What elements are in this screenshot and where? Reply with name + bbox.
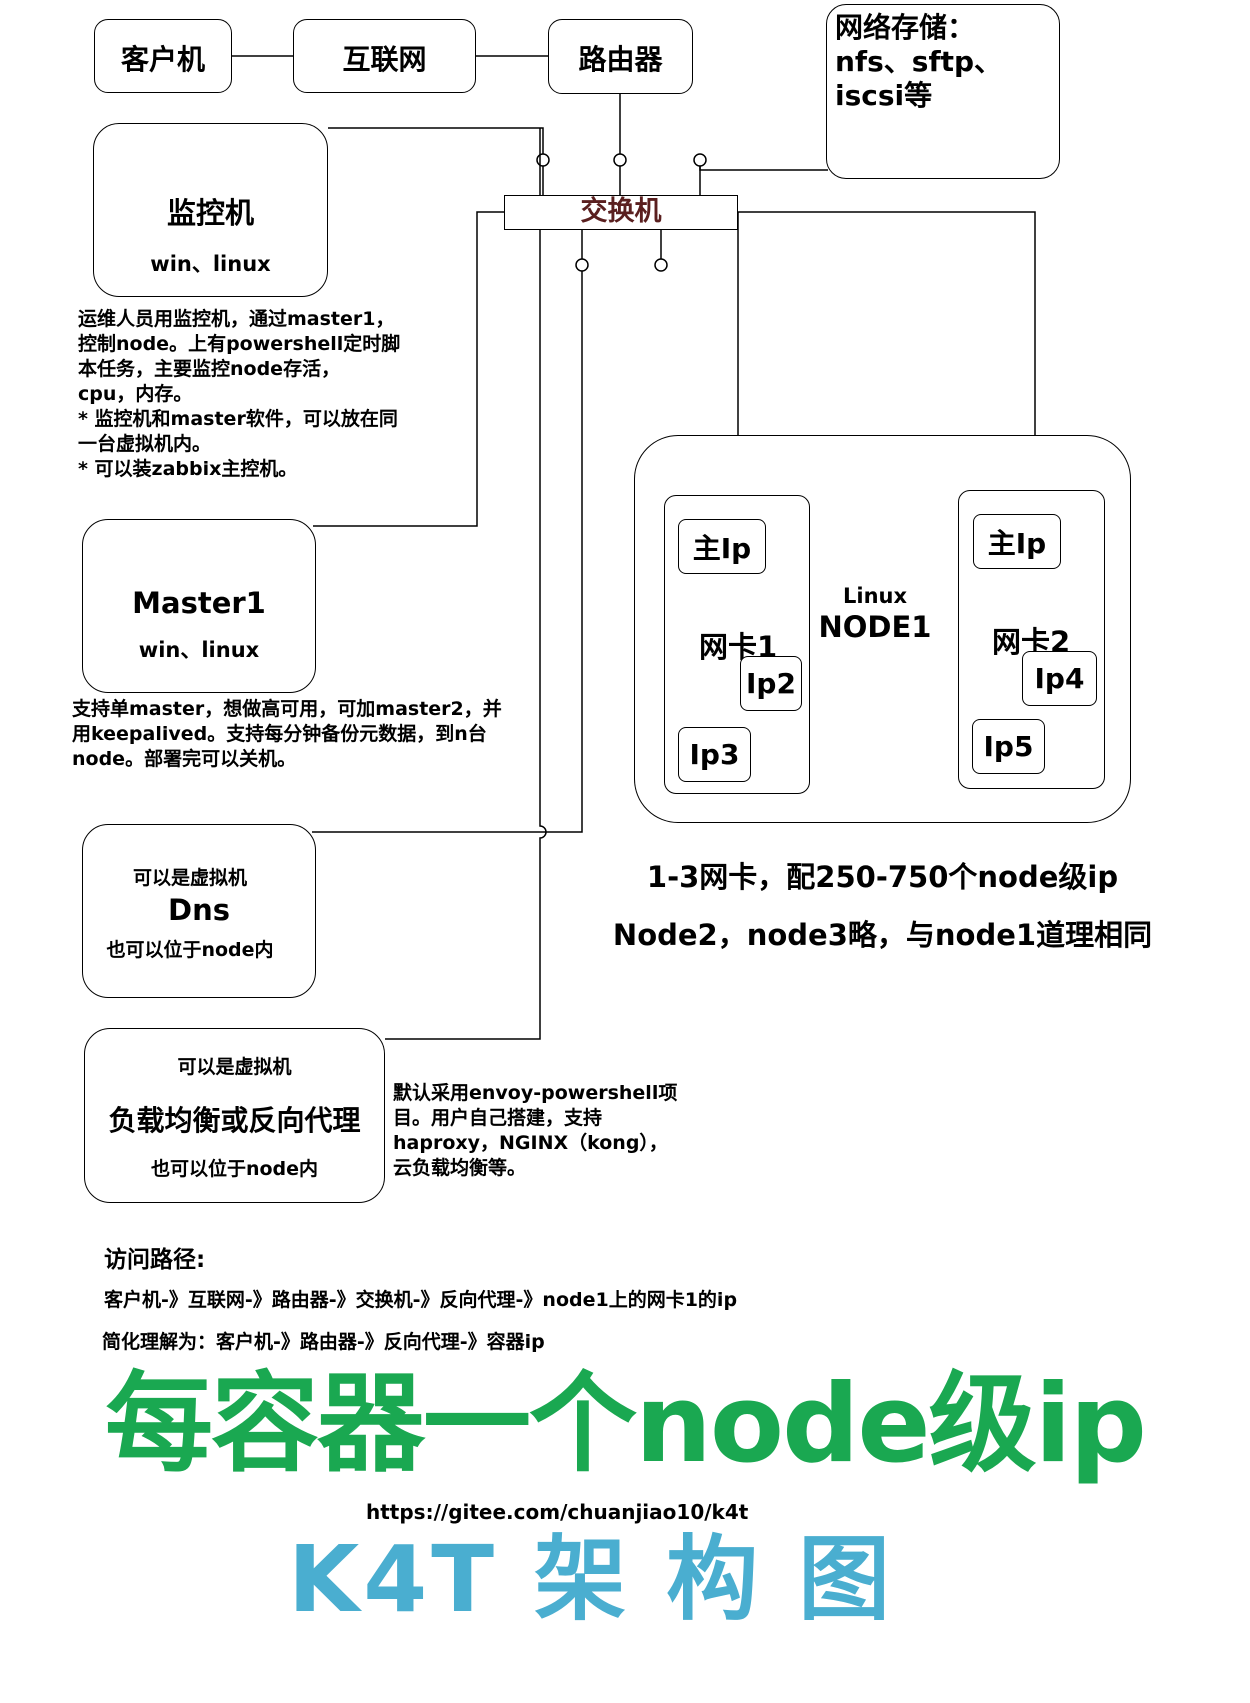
storage-line-2: nfs、sftp、 (835, 45, 1003, 78)
path-heading: 访问路径: (104, 1247, 206, 1273)
monitor-os: win、linux (150, 252, 271, 276)
master-title: Master1 (132, 586, 266, 620)
switch-port (536, 153, 550, 167)
path-full: 客户机-》互联网-》路由器-》交换机-》反向代理-》node1上的网卡1的ip (104, 1289, 738, 1311)
lb-bottom: 也可以位于node内 (150, 1158, 319, 1180)
client-label: 客户机 (120, 43, 205, 76)
ip4-box: Ip4 (1022, 651, 1097, 706)
switch-port (693, 153, 707, 167)
note-line: 控制node。上有powershell定时脚 (78, 333, 401, 355)
router-node: 路由器 (548, 19, 693, 94)
note-line: node。部署完可以关机。 (72, 748, 297, 770)
note-line: 运维人员用监控机，通过master1， (78, 308, 395, 330)
switch-port (654, 258, 668, 272)
internet-node: 互联网 (293, 19, 476, 93)
repo-url: https://gitee.com/chuanjiao10/k4t (366, 1500, 749, 1524)
switch-node: 交换机 (504, 195, 738, 230)
switch-port (575, 258, 589, 272)
note-line: 云负载均衡等。 (393, 1157, 527, 1179)
note-line: 一台虚拟机内。 (78, 433, 212, 455)
note-line: 本任务，主要监控node存活， (78, 358, 341, 380)
other-nodes-note: Node2，node3略，与node1道理相同 (612, 918, 1153, 952)
path-simple: 简化理解为：客户机-》路由器-》反向代理-》容器ip (102, 1331, 545, 1353)
master-note: 支持单master，想做高可用，可加master2，并 用keepalived。… (72, 697, 502, 772)
monitor-title: 监控机 (166, 196, 254, 230)
network-storage-node: 网络存储： nfs、sftp、 iscsi等 (826, 4, 1060, 179)
note-line: 目。用户自己搭建，支持 (393, 1107, 603, 1129)
monitor-note: 运维人员用监控机，通过master1， 控制node。上有powershell定… (78, 307, 400, 482)
master1-node: Master1 win、linux (82, 519, 316, 693)
note-line: cpu，内存。 (78, 383, 193, 405)
lb-top: 可以是虚拟机 (177, 1056, 292, 1078)
switch-port (613, 153, 627, 167)
node1-os: Linux (842, 584, 908, 608)
wire-monitor-switch (328, 127, 544, 154)
note-line: * 监控机和master软件，可以放在同 (78, 408, 398, 430)
storage-line-1: 网络存储： (835, 11, 976, 44)
storage-line-3: iscsi等 (835, 79, 933, 112)
master-os: win、linux (138, 638, 260, 662)
nic-summary: 1-3网卡，配250-750个node级ip (646, 860, 1119, 894)
note-line: 支持单master，想做高可用，可加master2，并 (72, 698, 502, 720)
switch-label: 交换机 (580, 196, 662, 227)
slogan: 每容器一个node级ip (105, 1362, 1147, 1487)
monitor-node: 监控机 win、linux (93, 123, 328, 297)
dns-bottom: 也可以位于node内 (106, 939, 274, 961)
dns-title: Dns (168, 893, 230, 927)
note-line: * 可以装zabbix主控机。 (78, 458, 298, 480)
ip3-box: Ip3 (678, 727, 751, 782)
wire-switch-lb (385, 128, 547, 1040)
ip2-box: Ip2 (740, 656, 802, 711)
load-balancer-node: 可以是虚拟机 负载均衡或反向代理 也可以位于node内 (84, 1028, 385, 1203)
nic2-main-ip: 主Ip (973, 514, 1061, 569)
note-line: 默认采用envoy-powershell项 (393, 1082, 678, 1104)
ip5-box: Ip5 (972, 719, 1045, 774)
internet-label: 互联网 (342, 43, 427, 76)
note-line: 用keepalived。支持每分钟备份元数据，到n台 (72, 723, 487, 745)
client-node: 客户机 (94, 19, 232, 93)
lb-note: 默认采用envoy-powershell项 目。用户自己搭建，支持 haprox… (393, 1081, 677, 1181)
note-line: haproxy，NGINX（kong）， (393, 1132, 668, 1154)
dns-node: 可以是虚拟机 Dns 也可以位于node内 (82, 824, 316, 998)
router-label: 路由器 (578, 43, 663, 76)
wire-storage-switch (699, 166, 828, 171)
node1-name: NODE1 (818, 610, 932, 644)
dns-top: 可以是虚拟机 (132, 867, 247, 889)
lb-title: 负载均衡或反向代理 (108, 1104, 361, 1137)
nic1-main-ip: 主Ip (678, 519, 766, 574)
diagram-title: K4T 架 构 图 (288, 1526, 895, 1633)
